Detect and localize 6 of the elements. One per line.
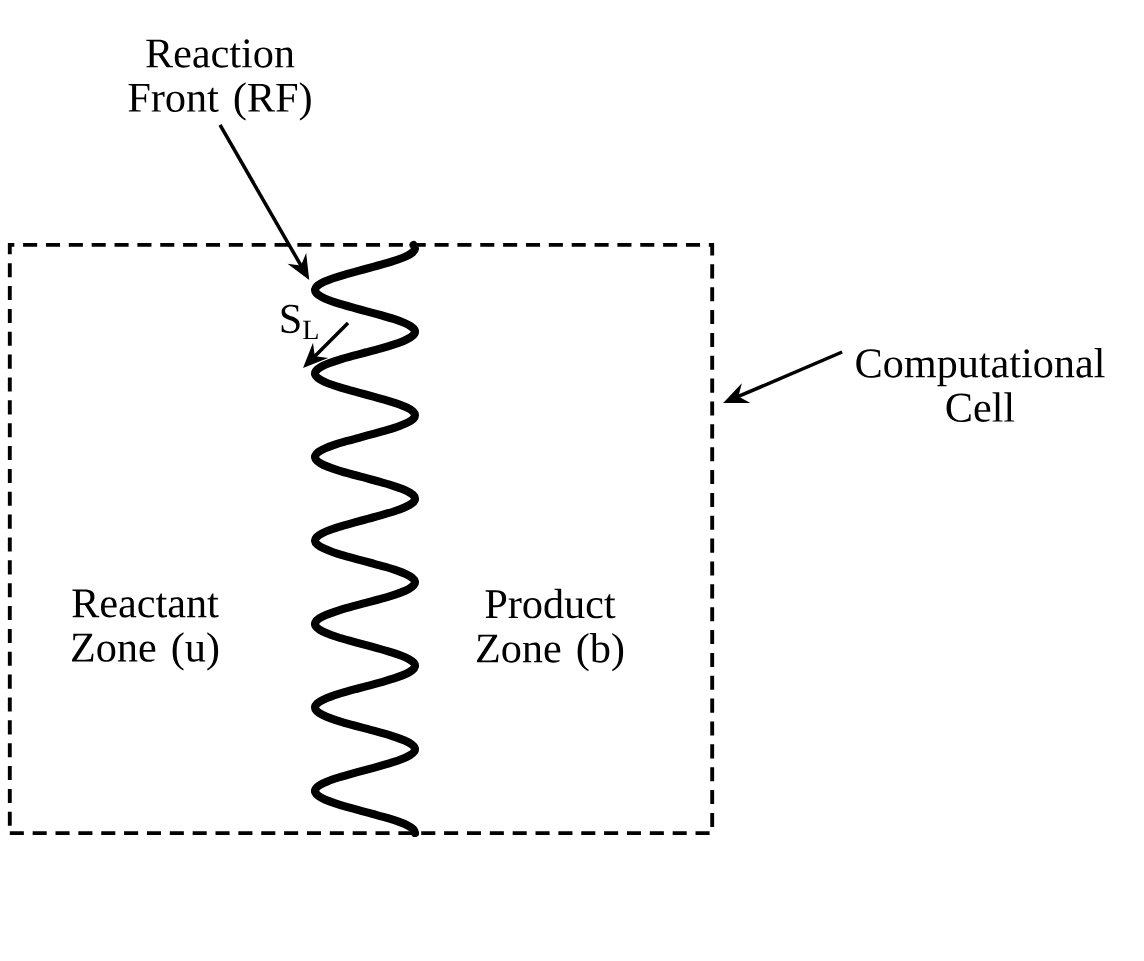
text-label: Product Zone (b)	[477, 588, 624, 672]
dashed-box	[7, 242, 715, 836]
text-label: Reaction Front (RF)	[128, 39, 311, 121]
text-label: Computational Cell	[856, 348, 1105, 422]
text-label: Reactant Zone (u)	[72, 589, 219, 671]
text-label: S$_{L}$	[281, 304, 318, 340]
